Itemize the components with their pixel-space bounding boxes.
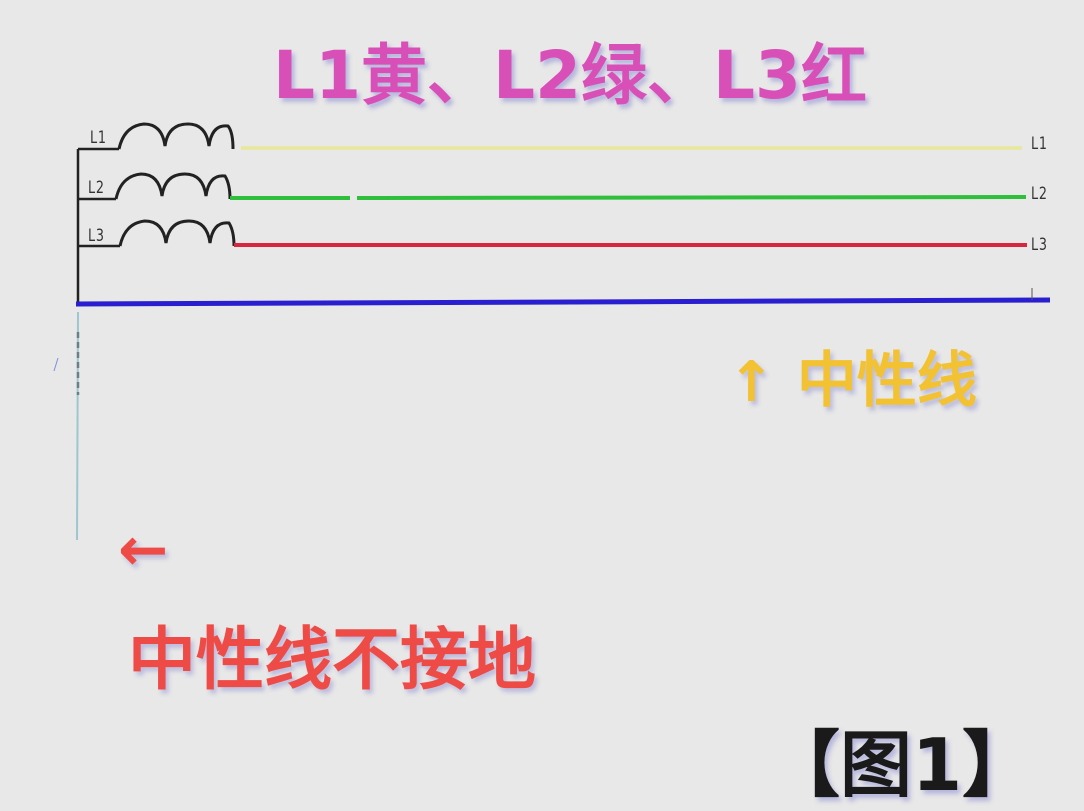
wire-end-label-l1: L1: [1031, 134, 1048, 154]
winding-label-l1: L1: [90, 128, 107, 148]
neutral-stub: [76, 311, 79, 541]
diagram-title: L1黄、L2绿、L3红: [273, 37, 867, 114]
winding-l2: [78, 172, 1027, 201]
figure-label: 【图1】: [768, 723, 1035, 807]
winding-label-l2: L2: [88, 178, 105, 198]
winding-label-l3: L3: [88, 226, 105, 246]
neutral-line-label: ↑ 中性线: [728, 332, 977, 419]
left-arrow-icon: ←: [118, 515, 169, 585]
neutral-wire: [75, 297, 1051, 307]
neutral-not-grounded-annotation: 中性线不接地: [128, 621, 537, 700]
winding-l3: [78, 219, 1027, 248]
wire-end-label-l2: L2: [1031, 184, 1048, 204]
l2-wire-b: [356, 195, 1027, 200]
neutral-label-text: 中性线: [796, 346, 977, 416]
wire-end-label-l3: L3: [1031, 235, 1048, 255]
up-arrow-icon: ↑: [728, 350, 775, 415]
winding-l1: [78, 122, 1022, 151]
